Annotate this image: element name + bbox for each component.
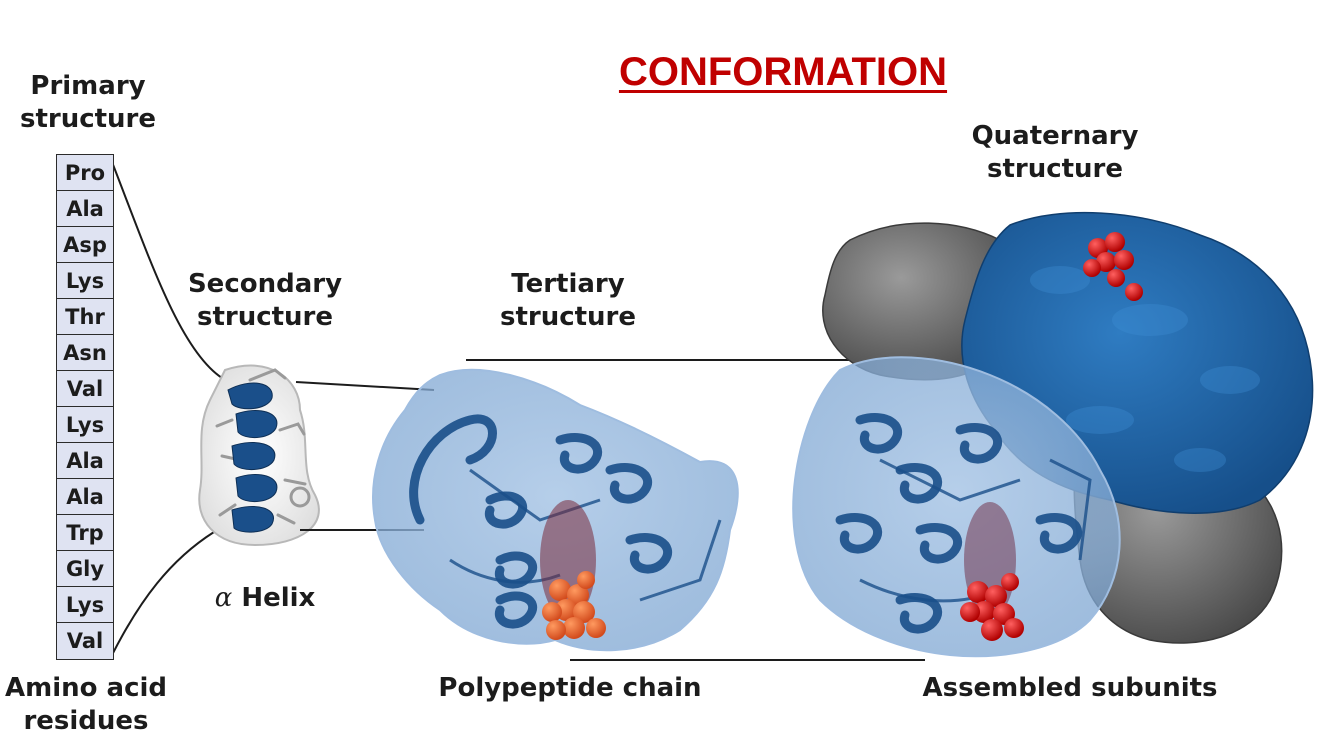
residue-cell: Val	[66, 629, 104, 653]
residue-cell: Lys	[57, 263, 113, 299]
primary-structure-label: Primary structure	[8, 70, 168, 135]
residue-cell: Asn	[57, 335, 113, 371]
alpha-helix-label: α Helix	[190, 582, 340, 615]
connector-secondary-top	[295, 381, 435, 391]
tertiary-subunit-model	[372, 368, 739, 652]
polypeptide-caption: Polypeptide chain	[438, 673, 702, 703]
residue-cell: Gly	[57, 551, 113, 587]
alpha-symbol: α	[214, 583, 233, 613]
tertiary-structure-label: Tertiary structure	[478, 268, 658, 333]
quaternary-structure-text: Quaternary structure	[971, 121, 1139, 184]
residue-cell: Thr	[57, 299, 113, 335]
amino-acid-caption: Amino acid residues	[0, 672, 172, 737]
residue-cell: Asp	[57, 227, 113, 263]
residue-cell: Val	[57, 371, 113, 407]
helix-word: Helix	[241, 583, 316, 613]
connector-primary-top	[111, 161, 223, 379]
residue-cell: Ala	[57, 479, 113, 515]
secondary-structure-text: Secondary structure	[187, 269, 343, 332]
alpha-helix-model	[198, 364, 320, 547]
residue-cell: Ala	[57, 443, 113, 479]
quaternary-assembly-model	[792, 211, 1314, 658]
residue-cell: Ala	[57, 191, 113, 227]
tertiary-structure-text: Tertiary structure	[499, 269, 637, 332]
secondary-structure-label: Secondary structure	[170, 268, 360, 333]
residue-cell: Lys	[57, 407, 113, 443]
residue-cell: Lys	[57, 587, 113, 623]
amino-acid-residue-list: Pro Ala Asp Lys Thr Asn Val Lys Ala Ala …	[56, 154, 114, 660]
amino-acid-caption-text: Amino acid residues	[4, 673, 168, 736]
quaternary-structure-label: Quaternary structure	[950, 120, 1160, 185]
page-title: CONFORMATION	[618, 50, 948, 94]
residue-cell: Pro	[57, 155, 113, 191]
connector-primary-bottom	[111, 531, 215, 656]
residue-cell: Trp	[57, 515, 113, 551]
primary-structure-text: Primary structure	[19, 71, 157, 134]
assembled-subunits-caption: Assembled subunits	[922, 673, 1218, 703]
